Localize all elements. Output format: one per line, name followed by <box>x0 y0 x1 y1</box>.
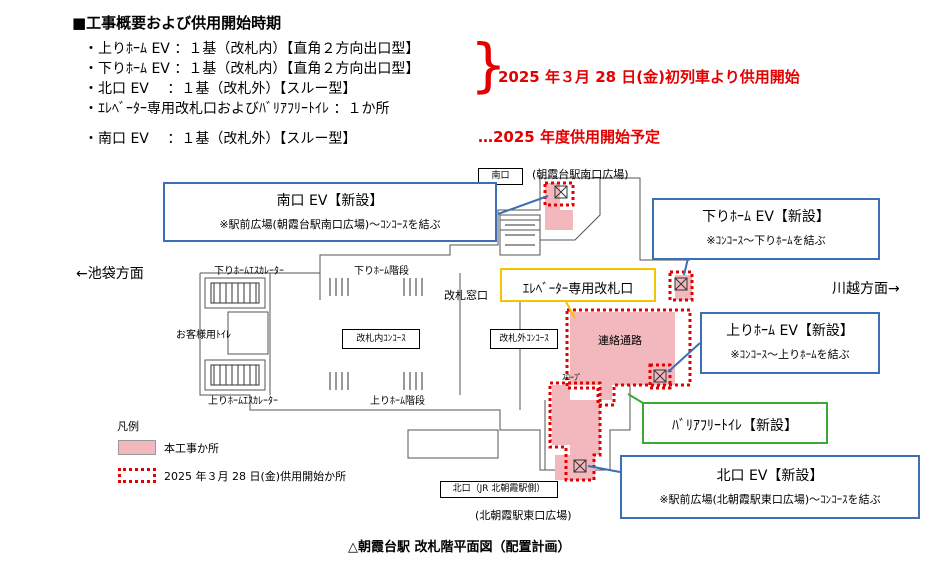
callout-gate-title: ｴﾚﾍﾞｰﾀｰ専用改札口 <box>522 282 634 297</box>
callout-down-ev: 下りﾎｰﾑ EV【新設】 ※ｺﾝｺｰｽ～下りﾎｰﾑを結ぶ <box>652 198 880 260</box>
callout-down-ev-title: 下りﾎｰﾑ EV【新設】 <box>702 209 830 225</box>
callout-north-ev-desc: ※駅前広場(北朝霞駅東口広場)～ｺﾝｺｰｽを結ぶ <box>659 493 881 506</box>
item-gate-toilet: ・ｴﾚﾍﾞｰﾀｰ専用改札口およびﾊﾞﾘｱﾌﾘｰﾄｲﾚ ：１か所 <box>84 101 390 117</box>
callout-up-ev-desc: ※ｺﾝｺｰｽ～上りﾎｰﾑを結ぶ <box>730 348 850 361</box>
down-stairs-label: 下りﾎｰﾑ階段 <box>354 266 409 277</box>
direction-ikebukuro: ←池袋方面 <box>76 266 144 282</box>
ticket-window-label: 改札窓口 <box>444 289 488 302</box>
outside-concourse-label: 改札外ｺﾝｺｰｽ <box>490 329 558 349</box>
item-south-ev: ・南口 EV ：１基（改札外）【スルー型】 <box>84 131 357 147</box>
up-stairs-label: 上りﾎｰﾑ階段 <box>370 396 425 407</box>
schedule-south: …2025 年度供用開始予定 <box>478 128 660 146</box>
callout-up-ev-title: 上りﾎｰﾑ EV【新設】 <box>726 323 854 339</box>
schedule-main: 2025 年３月 28 日(金)初列車より供用開始 <box>498 68 800 86</box>
slope-label: ｽﾛｰﾌﾟ <box>562 373 582 382</box>
section-title: ■工事概要および供用開始時期 <box>72 14 282 32</box>
guest-toilet-label: お客様用ﾄｲﾚ <box>176 330 231 341</box>
south-exit-label: 南口 <box>478 168 523 185</box>
direction-kawagoe: 川越方面→ <box>832 281 900 297</box>
legend-construction-swatch <box>118 440 156 455</box>
brace: } <box>470 31 507 99</box>
figure-caption: △朝霞台駅 改札階平面図（配置計画） <box>348 540 571 555</box>
legend-construction-label: 本工事か所 <box>164 442 219 455</box>
south-plaza-label: (朝霞台駅南口広場) <box>532 168 629 181</box>
item-down-ev: ・下りﾎｰﾑ EV ：１基（改札内）【直角２方向出口型】 <box>84 61 420 77</box>
callout-gate: ｴﾚﾍﾞｰﾀｰ専用改札口 <box>500 268 656 302</box>
north-plaza-label: (北朝霞駅東口広場) <box>475 509 572 522</box>
callout-south-ev-title: 南口 EV【新設】 <box>276 193 384 209</box>
callout-south-ev: 南口 EV【新設】 ※駅前広場(朝霞台駅南口広場)～ｺﾝｺｰｽを結ぶ <box>163 182 497 242</box>
callout-up-ev: 上りﾎｰﾑ EV【新設】 ※ｺﾝｺｰｽ～上りﾎｰﾑを結ぶ <box>700 312 880 374</box>
callout-toilet-title: ﾊﾞﾘｱﾌﾘｰﾄｲﾚ【新設】 <box>672 418 798 434</box>
legend-title: 凡例 <box>117 420 139 433</box>
legend-opening-swatch <box>118 468 156 483</box>
inside-concourse-label: 改札内ｺﾝｺｰｽ <box>342 329 420 349</box>
legend-opening-label: 2025 年３月 28 日(金)供用開始か所 <box>164 470 347 483</box>
item-up-ev: ・上りﾎｰﾑ EV ：１基（改札内）【直角２方向出口型】 <box>84 41 420 57</box>
callout-north-ev: 北口 EV【新設】 ※駅前広場(北朝霞駅東口広場)～ｺﾝｺｰｽを結ぶ <box>620 455 920 519</box>
north-exit-label: 北口（JR 北朝霞駅側） <box>440 481 558 498</box>
item-north-ev: ・北口 EV ：１基（改札外）【スルー型】 <box>84 81 357 97</box>
up-escalator-label: 上りﾎｰﾑｴｽｶﾚｰﾀｰ <box>208 396 278 407</box>
callout-toilet: ﾊﾞﾘｱﾌﾘｰﾄｲﾚ【新設】 <box>642 402 828 444</box>
passage-label: 連絡通路 <box>598 334 642 347</box>
callout-north-ev-title: 北口 EV【新設】 <box>716 468 824 484</box>
down-escalator-label: 下りﾎｰﾑｴｽｶﾚｰﾀｰ <box>214 266 284 277</box>
callout-south-ev-desc: ※駅前広場(朝霞台駅南口広場)～ｺﾝｺｰｽを結ぶ <box>219 218 441 231</box>
callout-down-ev-desc: ※ｺﾝｺｰｽ～下りﾎｰﾑを結ぶ <box>706 234 826 247</box>
